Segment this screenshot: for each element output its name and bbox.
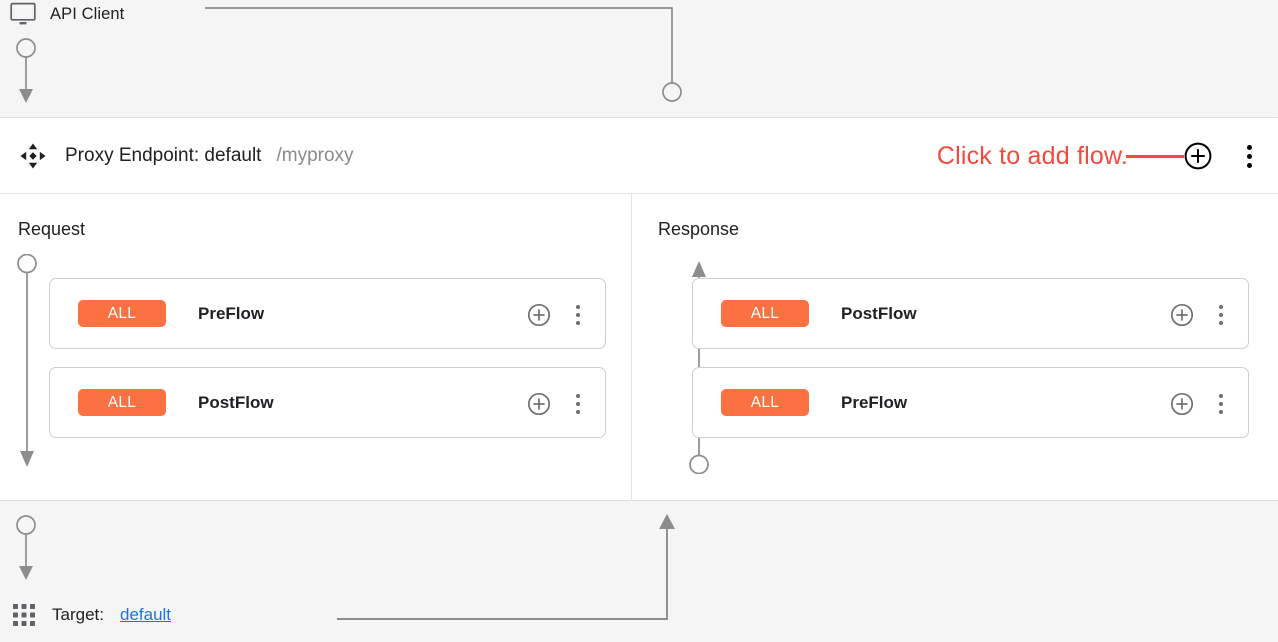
drag-handle-icon[interactable] — [19, 142, 47, 170]
flow-card[interactable]: ALL PostFlow — [49, 367, 606, 438]
more-vert-dot — [1219, 409, 1223, 414]
more-vert-dot — [1219, 320, 1223, 325]
request-flow-rail — [17, 254, 37, 467]
more-vert-dot — [576, 393, 580, 398]
flow-card-actions — [527, 368, 589, 439]
flow-card-actions — [1170, 368, 1232, 439]
target-endpoint-link[interactable]: default — [119, 605, 172, 624]
top-connectors — [16, 7, 682, 103]
flow-name-label: PreFlow — [841, 392, 908, 412]
page-title: Proxy Endpoint: default — [65, 144, 262, 166]
flow-card[interactable]: ALL PreFlow — [692, 367, 1249, 438]
flow-more-menu-button[interactable] — [1210, 391, 1232, 417]
flow-card-actions — [1170, 279, 1232, 350]
more-vert-dot — [1219, 312, 1223, 317]
apps-grid-icon — [12, 603, 36, 627]
target-strip: Target: default — [0, 501, 1278, 642]
annotation-pointer-line — [1126, 154, 1184, 158]
flow-card[interactable]: ALL PostFlow — [692, 278, 1249, 349]
response-flow-cards: ALL PostFlow — [692, 278, 1249, 456]
more-vert-dot — [1246, 153, 1252, 159]
flow-card[interactable]: ALL PreFlow — [49, 278, 606, 349]
proxy-header-actions: Click to add flow. — [937, 118, 1263, 194]
proxy-endpoint-header: Proxy Endpoint: default /myproxy Click t… — [0, 118, 1278, 194]
target-label: Target: — [52, 605, 104, 624]
more-vert-dot — [576, 304, 580, 309]
request-column: Request ALL PreFlow — [0, 194, 631, 501]
flow-more-menu-button[interactable] — [567, 302, 589, 328]
more-vert-dot — [1219, 304, 1223, 309]
flow-name-label: PostFlow — [841, 303, 917, 323]
flow-columns: Request ALL PreFlow — [0, 194, 1278, 501]
more-vert-dot — [1219, 401, 1223, 406]
proxy-more-menu-button[interactable] — [1235, 141, 1263, 171]
response-column-title: Response — [658, 219, 740, 239]
flow-more-menu-button[interactable] — [1210, 302, 1232, 328]
proxy-base-path: /myproxy — [276, 144, 354, 166]
add-policy-button[interactable] — [527, 303, 551, 327]
api-client-label: API Client — [50, 4, 125, 23]
request-column-title: Request — [18, 219, 86, 239]
flow-card-actions — [527, 279, 589, 350]
flow-condition-badge: ALL — [721, 300, 809, 327]
flow-name-label: PreFlow — [198, 303, 265, 323]
api-client-node[interactable]: API Client — [10, 2, 124, 26]
more-vert-dot — [576, 320, 580, 325]
more-vert-dot — [1219, 393, 1223, 398]
flow-name-label: PostFlow — [198, 392, 274, 412]
flow-more-menu-button[interactable] — [567, 391, 589, 417]
add-policy-button[interactable] — [527, 392, 551, 416]
more-vert-dot — [1246, 144, 1252, 150]
bottom-connectors — [16, 514, 675, 620]
more-vert-dot — [576, 401, 580, 406]
api-client-strip: API Client — [0, 0, 1278, 117]
more-vert-dot — [1246, 162, 1252, 168]
more-vert-dot — [576, 409, 580, 414]
add-flow-annotation: Click to add flow. — [936, 141, 1128, 170]
target-endpoint-node[interactable]: Target: default — [12, 603, 171, 627]
more-vert-dot — [576, 312, 580, 317]
add-flow-button[interactable] — [1183, 141, 1213, 171]
add-policy-button[interactable] — [1170, 392, 1194, 416]
add-policy-button[interactable] — [1170, 303, 1194, 327]
flow-condition-badge: ALL — [721, 389, 809, 416]
flow-condition-badge: ALL — [78, 300, 166, 327]
proxy-endpoint-panel: Proxy Endpoint: default /myproxy Click t… — [0, 117, 1278, 501]
response-column: Response ALL PostFlow — [631, 194, 1278, 501]
monitor-icon — [10, 2, 36, 26]
request-flow-cards: ALL PreFlow — [49, 278, 606, 456]
flow-condition-badge: ALL — [78, 389, 166, 416]
